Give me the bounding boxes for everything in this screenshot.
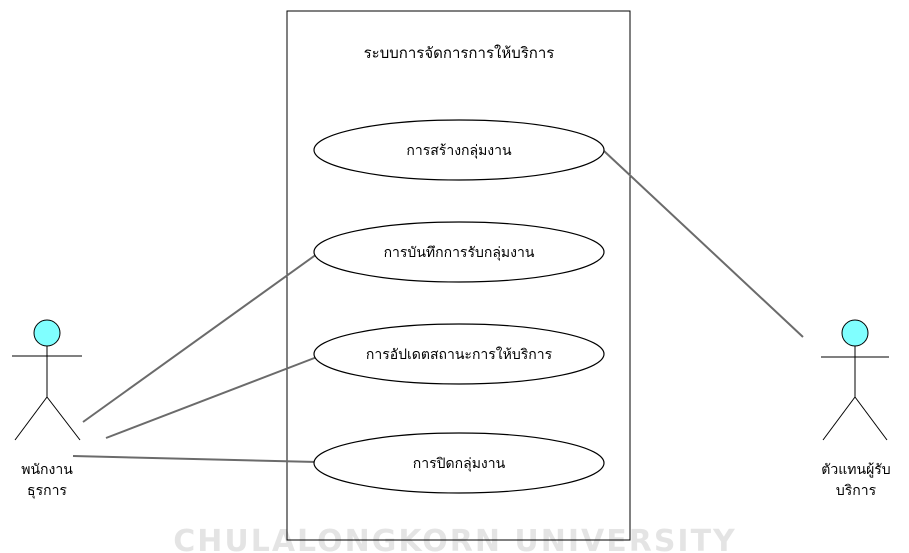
- association-clerk-to-record: [82, 253, 318, 423]
- actor-label-line2: บริการ: [836, 483, 877, 499]
- actor-body: [821, 346, 889, 441]
- actor-client-rep[interactable]: ตัวแทนผู้รับ บริการ: [821, 319, 891, 499]
- use-case-label: การปิดกลุ่มงาน: [413, 456, 506, 472]
- associations: [72, 150, 804, 463]
- use-case-ellipse: [313, 119, 605, 181]
- association-clerk-to-close: [72, 455, 318, 463]
- use-case-ellipse: [313, 432, 605, 494]
- association-clerk-to-update: [105, 356, 318, 439]
- use-case-close-group[interactable]: การปิดกลุ่มงาน: [313, 432, 605, 494]
- watermark: CHULALONGKORN UNIVERSITY: [173, 524, 737, 553]
- use-case-update-status[interactable]: การอัปเดตสถานะการให้บริการ: [313, 323, 605, 385]
- actor-body: [12, 346, 82, 441]
- use-case-label: การสร้างกลุ่มงาน: [406, 143, 512, 159]
- use-case-ellipse: [313, 221, 605, 283]
- actor-label-line1: พนักงาน: [21, 462, 73, 478]
- actor-label-line1: ตัวแทนผู้รับ: [821, 462, 890, 478]
- watermark-text: CHULALONGKORN UNIVERSITY: [173, 524, 737, 553]
- use-case-create-group[interactable]: การสร้างกลุ่มงาน: [313, 119, 605, 181]
- use-case-ellipse: [313, 323, 605, 385]
- use-case-record-receipt[interactable]: การบันทึกการรับกลุ่มงาน: [313, 221, 605, 283]
- use-case-label: การอัปเดตสถานะการให้บริการ: [366, 346, 553, 363]
- actor-head: [33, 319, 61, 347]
- actor-head: [841, 319, 869, 347]
- actor-clerk[interactable]: พนักงาน ธุรการ: [12, 319, 82, 499]
- use-case-label: การบันทึกการรับกลุ่มงาน: [384, 245, 535, 261]
- association-create-to-client-rep: [603, 150, 804, 338]
- system-title: ระบบการจัดการการให้บริการ: [364, 44, 555, 62]
- actor-label-line2: ธุรการ: [27, 483, 67, 499]
